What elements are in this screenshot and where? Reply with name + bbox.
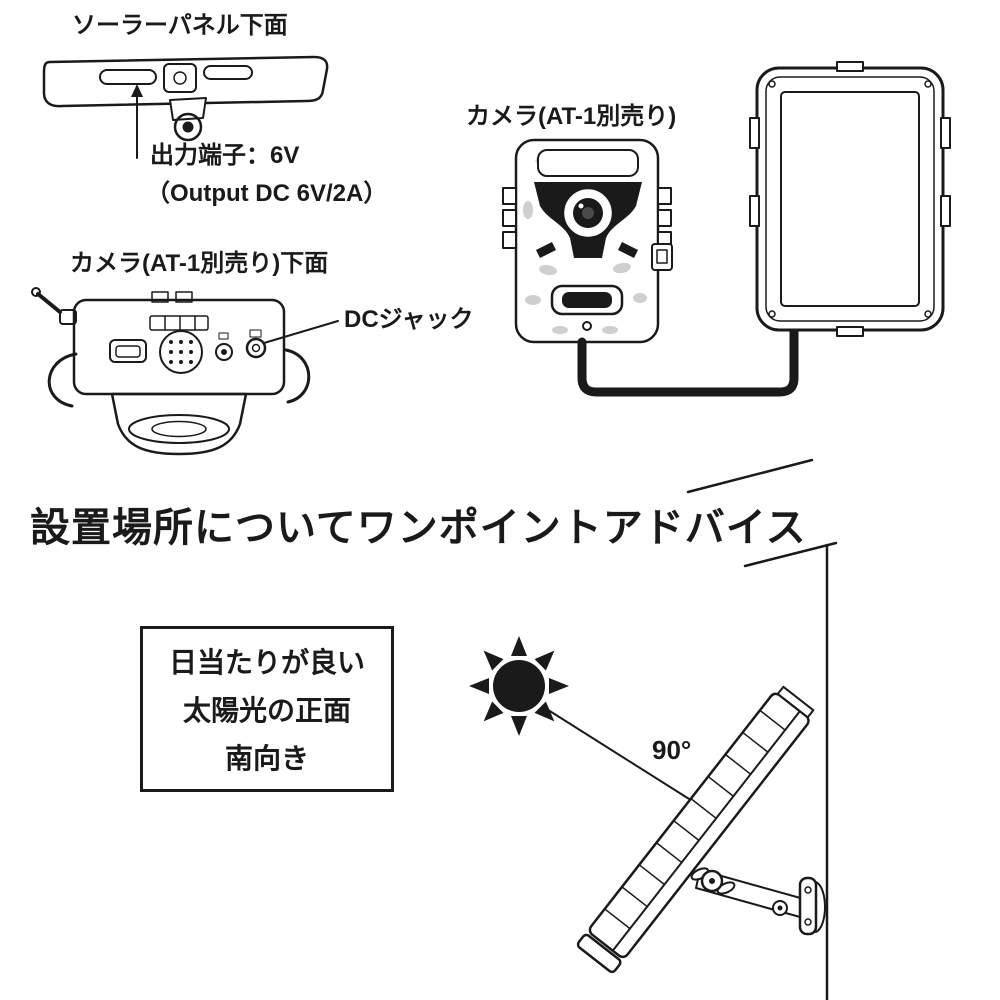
strap-loop-left xyxy=(47,352,78,408)
tilted-solar-panel-drawing xyxy=(576,685,815,974)
output-terminal-label-line1: 出力端子：6V xyxy=(150,142,300,169)
advice-line-3: 南向き xyxy=(224,743,309,774)
output-terminal-label-line2: （Output DC 6V/2A） xyxy=(146,180,388,207)
section-heading: 設置場所についてワンポイントアドバイス xyxy=(30,506,807,550)
dc-jack xyxy=(245,337,267,359)
dc-jack-leader-line xyxy=(263,320,339,344)
antenna-hinge xyxy=(59,309,77,325)
usb-port xyxy=(109,339,147,363)
power-cable xyxy=(577,327,799,397)
strap-buckle xyxy=(651,243,673,271)
perpendicular-sunlight-line xyxy=(544,707,698,805)
panel-foot xyxy=(576,933,622,974)
solar-panel-bottom-drawing xyxy=(42,55,329,159)
sun-icon xyxy=(469,636,569,736)
wall-mount-bracket xyxy=(690,867,826,936)
solar-cell-area xyxy=(780,91,920,307)
antenna-rod xyxy=(36,292,62,314)
advice-line-1: 日当たりが良い xyxy=(168,647,365,678)
camera-bottom-caption: カメラ(AT-1別売り)下面 xyxy=(70,250,329,277)
solar-panel-front-drawing xyxy=(749,61,951,337)
wall-plate xyxy=(798,876,818,936)
wall-lines xyxy=(686,458,838,1000)
ir-led-panel xyxy=(537,149,639,177)
advice-line-2: 太陽光の正面 xyxy=(182,695,351,726)
solar-panel-bottom-caption: ソーラーパネル下面 xyxy=(72,12,288,39)
angle-label: 90° xyxy=(652,735,692,765)
dc-jack-label: DCジャック xyxy=(344,306,474,333)
camera-bottom-drawing xyxy=(31,287,339,456)
trail-camera-drawing xyxy=(502,138,673,344)
advice-box: 日当たりが良い 太陽光の正面 南向き xyxy=(140,626,394,792)
speaker-grille xyxy=(159,330,203,374)
camera-label: カメラ(AT-1別売り) xyxy=(466,103,677,130)
arrow-up-icon xyxy=(131,84,143,97)
av-jack xyxy=(215,343,233,361)
strap-loop-right xyxy=(284,348,311,404)
